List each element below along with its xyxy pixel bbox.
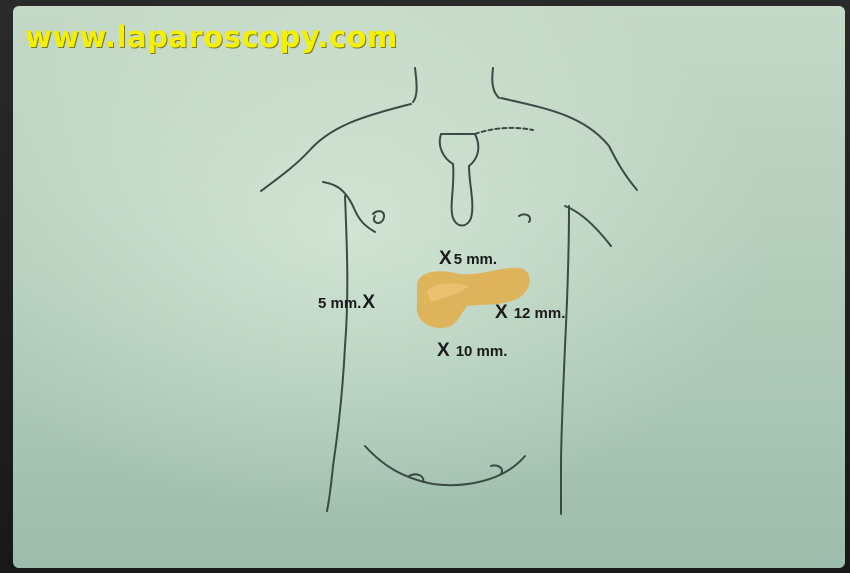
groin-right <box>491 465 502 474</box>
port-right-marker: X <box>495 302 508 323</box>
port-right-12mm: X 12 mm. <box>495 302 565 324</box>
port-upper-size: 5 mm. <box>454 251 497 268</box>
port-left-marker: X <box>362 292 375 313</box>
torso-outline-illustration <box>13 6 845 568</box>
clavicle-line <box>475 128 533 134</box>
port-lower-marker: X <box>437 340 450 361</box>
right-shoulder-line <box>501 98 637 190</box>
port-lower-10mm: X 10 mm. <box>437 340 507 362</box>
port-left-size: 5 mm. <box>318 295 361 312</box>
right-nipple-mark <box>519 214 530 222</box>
neck-right-line <box>492 68 499 98</box>
trachea-shape <box>440 134 479 226</box>
right-chest-contour <box>565 206 611 246</box>
left-chest-contour <box>323 182 375 232</box>
port-lower-size: 10 mm. <box>456 343 508 360</box>
left-torso-side <box>327 196 347 511</box>
port-right-size: 12 mm. <box>514 305 566 322</box>
port-left-5mm: 5 mm.X <box>318 292 375 314</box>
right-torso-side <box>561 206 569 514</box>
port-upper-marker: X <box>439 248 452 269</box>
left-nipple-mark <box>373 211 384 223</box>
pelvis-curve <box>365 446 525 485</box>
neck-left-line <box>413 68 417 102</box>
diagram-slide: www.laparoscopy.com <box>13 6 845 568</box>
left-shoulder-line <box>261 104 411 191</box>
